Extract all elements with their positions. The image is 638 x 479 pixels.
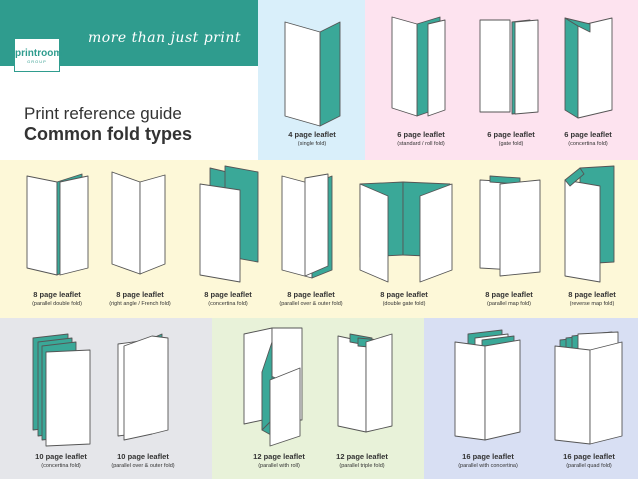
leaflet-illustration-8pg-french (111, 171, 166, 275)
leaflet-title: 8 page leaflet (287, 290, 335, 299)
leaflet-subtitle: (parallel double fold) (32, 301, 82, 307)
leaflet-illustration-8pg-concertina (199, 165, 259, 283)
leaflet-caption: 8 page leaflet (right angle / French fol… (109, 290, 170, 308)
leaflet-subtitle: (parallel over & outer fold) (279, 301, 343, 307)
leaflet-illustration-6pg-roll (391, 16, 446, 117)
leaflet-caption: 16 page leaflet (parallel quad fold) (563, 452, 615, 470)
leaflet-title: 8 page leaflet (568, 290, 616, 299)
leaflet-caption: 6 page leaflet (gate fold) (487, 130, 535, 148)
leaflet-illustration-6pg-gate (479, 19, 539, 115)
leaflet-caption: 6 page leaflet (standard / roll fold) (397, 130, 445, 148)
leaflet-illustration-8pg-double-gate (359, 181, 453, 283)
leaflet-title: 4 page leaflet (288, 130, 336, 139)
leaflet-title: 16 page leaflet (462, 452, 514, 461)
leaflet-caption: 8 page leaflet (parallel double fold) (32, 290, 82, 308)
leaflet-subtitle: (concertina fold) (568, 141, 608, 147)
leaflet-title: 12 page leaflet (336, 452, 388, 461)
leaflet-illustration-8pg-reverse-map (564, 165, 615, 283)
leaflet-subtitle: (concertina fold) (208, 301, 248, 307)
leaflet-subtitle: (parallel over & outer fold) (111, 463, 175, 469)
leaflet-subtitle: (gate fold) (498, 141, 524, 147)
leaflet-caption: 4 page leaflet (single fold) (288, 130, 336, 148)
leaflet-caption: 12 page leaflet (parallel triple fold) (336, 452, 388, 470)
leaflet-illustration-16pg-concertina (454, 329, 521, 441)
leaflet-title: 8 page leaflet (380, 290, 428, 299)
leaflet-caption: 8 page leaflet (parallel map fold) (485, 290, 533, 308)
leaflet-title: 6 page leaflet (397, 130, 445, 139)
printroom-logo: printroom GROUP (14, 38, 63, 72)
leaflet-caption: 12 page leaflet (parallel with roll) (253, 452, 305, 470)
leaflet-caption: 8 page leaflet (parallel over & outer fo… (279, 290, 342, 308)
leaflet-caption: 10 page leaflet (parallel over & outer f… (111, 452, 174, 470)
leaflet-title: 10 page leaflet (117, 452, 169, 461)
leaflet-subtitle: (parallel quad fold) (566, 463, 612, 469)
leaflet-illustration-6pg-concertina (564, 17, 613, 119)
leaflet-subtitle: (reverse map fold) (569, 301, 615, 307)
leaflet-illustration-12pg-triple (337, 333, 393, 433)
leaflet-title: 8 page leaflet (485, 290, 533, 299)
leaflet-subtitle: (standard / roll fold) (397, 141, 445, 147)
leaflet-illustration-8pg-over-outer (281, 173, 333, 279)
leaflet-subtitle: (right angle / French fold) (109, 301, 171, 307)
leaflet-subtitle: (parallel with concertina) (458, 463, 518, 469)
tagline: more than just print (88, 30, 241, 46)
leaflet-caption: 10 page leaflet (concertina fold) (35, 452, 87, 470)
leaflet-illustration-4pg-single (284, 21, 341, 127)
leaflet-illustration-8pg-parallel-map (479, 175, 541, 277)
leaflet-title: 10 page leaflet (35, 452, 87, 461)
leaflet-subtitle: (double gate fold) (382, 301, 426, 307)
leaflet-illustration-10pg-concertina (32, 333, 91, 447)
leaflet-subtitle: (parallel map fold) (486, 301, 532, 307)
leaflet-caption: 16 page leaflet (parallel with concertin… (458, 452, 518, 470)
leaflet-title: 6 page leaflet (487, 130, 535, 139)
leaflet-caption: 8 page leaflet (concertina fold) (204, 290, 252, 308)
leaflet-title: 8 page leaflet (33, 290, 81, 299)
page-subtitle: Common fold types (24, 124, 193, 144)
leaflet-illustration-8pg-parallel-double (26, 173, 89, 276)
leaflet-title: 8 page leaflet (204, 290, 252, 299)
leaflet-title: 16 page leaflet (563, 452, 615, 461)
leaflet-caption: 8 page leaflet (double gate fold) (380, 290, 428, 308)
leaflet-illustration-16pg-quad (554, 331, 623, 445)
leaflet-subtitle: (concertina fold) (41, 463, 81, 469)
leaflet-subtitle: (parallel with roll) (258, 463, 300, 469)
logo-text: printroom (15, 48, 63, 59)
page-title: Print reference guide (24, 104, 182, 123)
leaflet-illustration-12pg-roll (243, 327, 303, 447)
leaflet-caption: 8 page leaflet (reverse map fold) (568, 290, 616, 308)
leaflet-title: 12 page leaflet (253, 452, 305, 461)
leaflet-title: 8 page leaflet (116, 290, 164, 299)
leaflet-subtitle: (single fold) (297, 141, 327, 147)
logo-subtext: GROUP (27, 59, 47, 64)
leaflet-title: 6 page leaflet (564, 130, 612, 139)
leaflet-illustration-10pg-over-outer (117, 333, 169, 441)
leaflet-subtitle: (parallel triple fold) (339, 463, 385, 469)
leaflet-caption: 6 page leaflet (concertina fold) (564, 130, 612, 148)
